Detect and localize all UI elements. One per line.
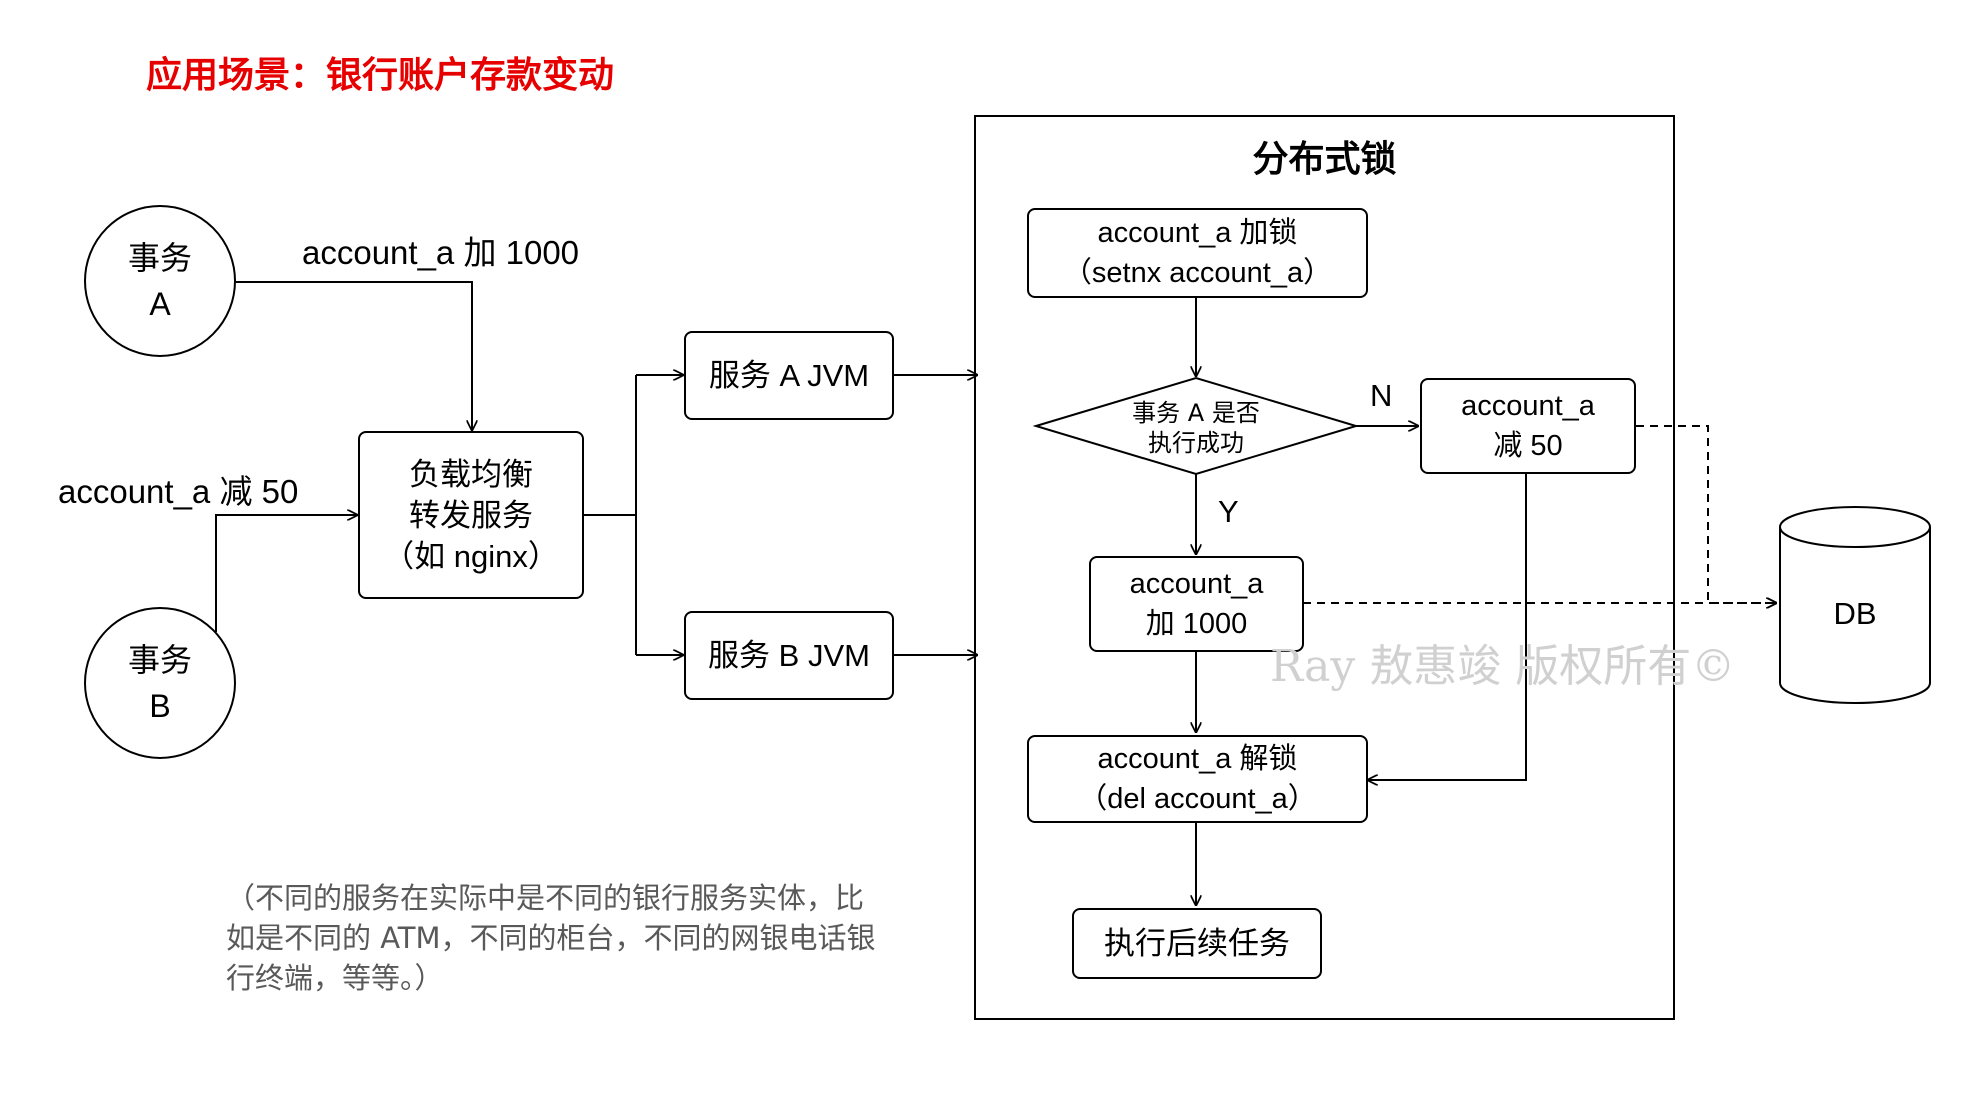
add-step-line1: account_a [1129,568,1264,600]
transaction-b-node: 事务 B [84,607,236,759]
service-b-box: 服务 B JVM [684,611,894,700]
service-a-box: 服务 A JVM [684,331,894,420]
lock-step-line1: account_a 加锁 [1097,217,1298,249]
subtract-step-line2: 减 50 [1493,430,1563,462]
decision-line2: 执行成功 [1148,429,1244,457]
load-balancer-line2: 转发服务 [409,497,533,533]
add-step-box: account_a 加 1000 [1089,556,1304,652]
unlock-step-line1: account_a 解锁 [1097,743,1298,775]
service-a-label: 服务 A JVM [708,357,870,393]
database-cylinder [1779,527,1931,704]
decision-no-label: N [1370,378,1393,413]
decision-text: 事务 A 是否 执行成功 [1096,398,1296,458]
database-label: DB [1833,596,1877,631]
watermark-text: Ray 敖惠竣 版权所有© [1270,641,1736,692]
transaction-a-label: account_a 加 1000 [302,234,580,271]
unlock-step-line2: （del account_a） [1078,783,1317,815]
followup-step-label: 执行后续任务 [1104,925,1290,961]
lock-panel-frame [974,115,1675,1020]
unlock-step-box: account_a 解锁 （del account_a） [1027,735,1368,823]
footnote-text: （不同的服务在实际中是不同的银行服务实体，比如是不同的 ATM，不同的柜台，不同… [226,881,876,995]
transaction-b-line1: 事务 [127,641,192,679]
arrow-subtract-to-unlock [1367,474,1527,780]
decision-line1: 事务 A 是否 [1132,399,1260,427]
load-balancer-line1: 负载均衡 [409,456,533,492]
lock-step-line2: （setnx account_a） [1062,257,1333,289]
transaction-a-node: 事务 A [84,205,236,357]
decision-yes-label: Y [1218,494,1239,529]
transaction-a-line1: 事务 [127,239,192,277]
subtract-step-line1: account_a [1461,390,1595,422]
add-step-line2: 加 1000 [1145,608,1248,640]
load-balancer-line3: （如 nginx） [383,538,559,574]
followup-step-box: 执行后续任务 [1072,908,1322,979]
arrow-tx-a-to-lb [236,281,472,431]
load-balancer-box: 负载均衡 转发服务 （如 nginx） [358,431,584,599]
transaction-a-line2: A [149,286,171,322]
database-cylinder-top [1779,506,1931,548]
service-b-label: 服务 B JVM [708,637,870,673]
transaction-b-line2: B [149,688,171,724]
dashed-subtract-to-db [1636,425,1777,603]
lock-panel-title: 分布式锁 [1252,139,1397,180]
page-title: 应用场景：银行账户存款变动 [146,55,615,96]
transaction-b-label: account_a 减 50 [58,473,299,510]
arrow-tx-b-to-lb [215,515,358,632]
subtract-step-box: account_a 减 50 [1420,378,1636,474]
lock-step-box: account_a 加锁 （setnx account_a） [1027,208,1368,298]
